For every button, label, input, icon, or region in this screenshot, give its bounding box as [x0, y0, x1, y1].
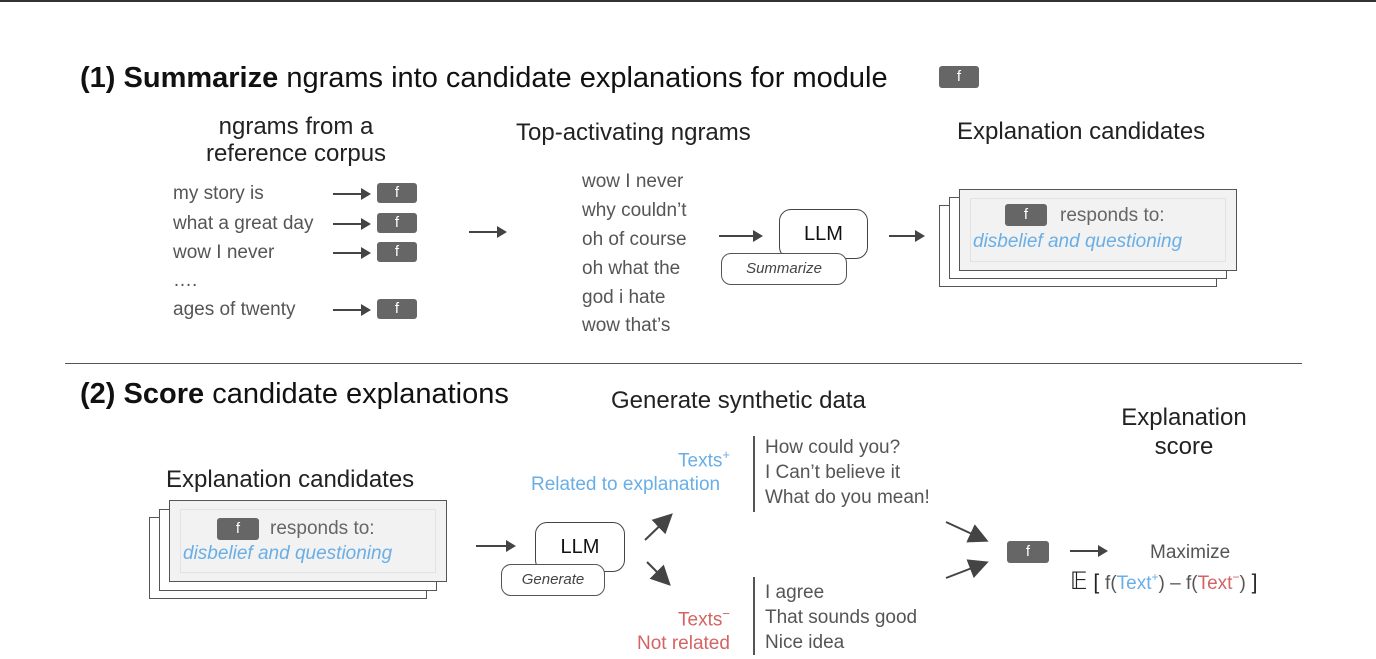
positive-text: What do you mean!: [765, 487, 930, 508]
top-ngram: god i hate: [582, 287, 666, 308]
flow-arrow: [476, 540, 516, 552]
responds-to-label: responds to:: [1060, 205, 1165, 226]
responds-to-label: responds to:: [270, 518, 375, 539]
positive-desc: Related to explanation: [531, 474, 721, 495]
negative-label: Texts−: [678, 606, 730, 631]
bracket-close: ]: [1251, 571, 1258, 594]
formula-text-neg: Text: [1197, 573, 1233, 594]
flow-arrow: [719, 230, 763, 242]
score-title-line2: score: [1154, 433, 1214, 460]
explanation-text: disbelief and questioning: [973, 231, 1183, 252]
synthetic-title: Generate synthetic data: [611, 387, 866, 414]
bracket-open: [: [1093, 571, 1100, 594]
ngram-ellipsis: ….: [173, 270, 198, 291]
ngram-arrow: [333, 188, 371, 200]
candidate-card-front: [959, 189, 1237, 271]
module-f-box: f: [377, 242, 417, 262]
llm-label: LLM: [560, 536, 600, 558]
candidate-card-front: [169, 500, 447, 582]
module-f-box: f: [1005, 204, 1047, 226]
negative-text: I agree: [765, 582, 825, 603]
positive-label: Texts+: [678, 447, 730, 472]
module-f-box: f: [377, 183, 417, 203]
llm-summarize-box: LLM: [779, 209, 868, 259]
section2-bold: Score: [123, 378, 205, 410]
explanation-text: disbelief and questioning: [183, 543, 393, 564]
top-ngram: wow that’s: [582, 315, 671, 336]
flow-arrow: [889, 230, 925, 242]
score-title: Explanation score: [1094, 404, 1274, 460]
ngram-item: my story is: [173, 183, 264, 204]
top-rule: [0, 0, 1376, 2]
summarize-tag-label: Summarize: [746, 260, 822, 277]
ngram-item: what a great day: [173, 213, 314, 234]
module-f-box: f: [377, 299, 417, 319]
section1-heading: (1) Summarize ngrams into candidate expl…: [80, 62, 888, 95]
flow-arrow: [469, 226, 507, 238]
negative-text: Nice idea: [765, 632, 845, 653]
ngram-arrow: [333, 218, 371, 230]
col3-title: Explanation candidates: [957, 118, 1206, 145]
merge-arrow-up: [945, 521, 989, 543]
section-divider: [65, 363, 1302, 364]
formula-sup-neg: −: [1232, 570, 1240, 584]
formula-close-paren: ): [1239, 573, 1246, 594]
positive-label-text: Texts: [678, 450, 723, 472]
negative-label-text: Texts: [678, 609, 723, 631]
summarize-tag: Summarize: [721, 253, 847, 285]
branch-arrow-down: [646, 561, 671, 586]
top-ngram: oh what the: [582, 258, 681, 279]
generate-tag-label: Generate: [521, 571, 585, 588]
module-f-box: f: [377, 213, 417, 233]
card-inner: [970, 198, 1226, 262]
ngram-item: wow I never: [173, 242, 275, 263]
section1-rest: ngrams into candidate explanations for m…: [286, 62, 888, 94]
col1-title-line2: reference corpus: [205, 140, 387, 167]
card-inner: [180, 509, 436, 573]
branch-arrow-up: [644, 513, 673, 541]
section1-bold: Summarize: [123, 62, 279, 94]
positive-text: How could you?: [765, 437, 901, 458]
top-ngram: why couldn’t: [582, 200, 687, 221]
generate-tag: Generate: [501, 564, 605, 596]
section2-heading: (2) Score candidate explanations: [80, 378, 509, 411]
expectation-symbol: 𝔼: [1070, 568, 1088, 595]
section2-num: (2): [80, 378, 116, 410]
score-title-line1: Explanation: [1121, 404, 1247, 431]
negative-desc: Not related: [637, 633, 730, 654]
merge-arrow-down: [945, 559, 989, 579]
formula-sup-pos: +: [1151, 570, 1159, 584]
positive-divider: [753, 436, 755, 512]
section2-rest: candidate explanations: [212, 378, 509, 410]
negative-sup: −: [722, 606, 730, 621]
formula-f1: f(: [1105, 573, 1117, 594]
top-ngram: wow I never: [582, 171, 684, 192]
candidates-title: Explanation candidates: [166, 466, 415, 493]
objective-formula: 𝔼 [ f(Text+) – f(Text−) ]: [1070, 567, 1257, 596]
col2-title: Top-activating ngrams: [516, 119, 751, 146]
module-f-box: f: [1007, 541, 1049, 563]
maximize-label: Maximize: [1150, 542, 1231, 563]
llm-label: LLM: [804, 223, 843, 245]
positive-text: I Can’t believe it: [765, 462, 901, 483]
col1-title: ngrams from a reference corpus: [186, 113, 406, 167]
formula-text-pos: Text: [1116, 573, 1152, 594]
flow-arrow: [1070, 545, 1108, 557]
ngram-item: ages of twenty: [173, 299, 296, 320]
module-f-heading: f: [939, 66, 979, 88]
negative-text: That sounds good: [765, 607, 918, 628]
ngram-arrow: [333, 247, 371, 259]
ngram-arrow: [333, 304, 371, 316]
negative-divider: [753, 577, 755, 655]
section1-num: (1): [80, 62, 116, 94]
col1-title-line1: ngrams from a: [218, 113, 374, 140]
module-f-box: f: [217, 518, 259, 540]
positive-sup: +: [722, 447, 730, 462]
top-ngram: oh of course: [582, 229, 687, 250]
formula-mid: ) – f(: [1158, 573, 1198, 594]
